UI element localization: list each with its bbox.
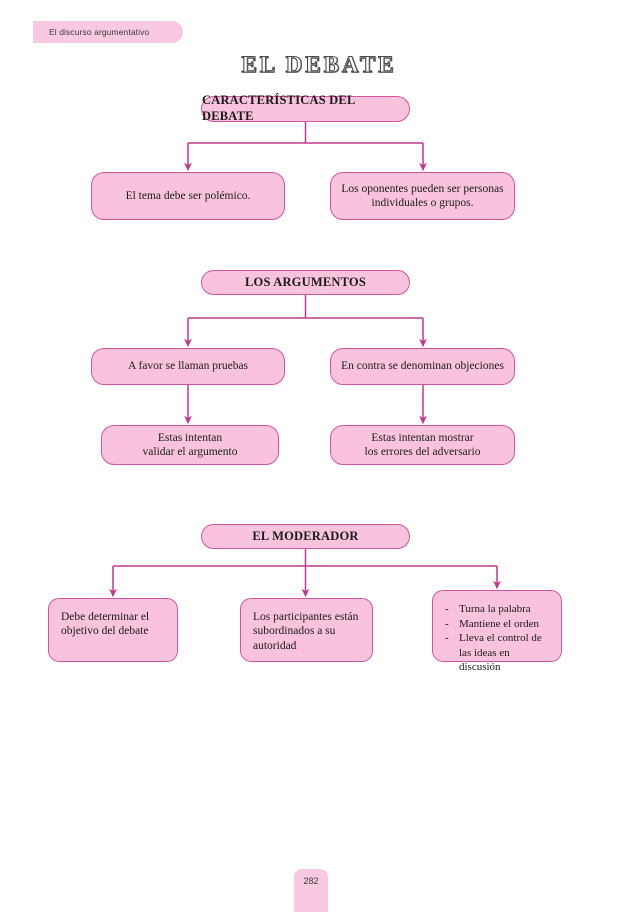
node-label: El tema debe ser polémico. bbox=[125, 189, 251, 202]
list-item: - Mantiene el orden bbox=[445, 617, 551, 632]
dash-bullet-icon: - bbox=[445, 603, 449, 615]
moderador-duties-list: - Turna la palabra - Mantiene el orden -… bbox=[445, 602, 551, 675]
node-los-argumentos[interactable]: LOS ARGUMENTOS bbox=[201, 270, 410, 295]
dash-bullet-icon: - bbox=[445, 617, 449, 630]
node-label-line3: autoridad bbox=[253, 639, 297, 652]
node-los-oponentes[interactable]: Los oponentes pueden ser personas indivi… bbox=[330, 172, 515, 220]
node-caracteristicas-del-debate[interactable]: CARACTERÍSTICAS DEL DEBATE bbox=[201, 93, 410, 123]
node-participantes-subordinados[interactable]: Los participantes están subordinados a s… bbox=[240, 598, 373, 662]
page-number-label: 282 bbox=[303, 876, 319, 886]
node-label: CARACTERÍSTICAS DEL DEBATE bbox=[202, 93, 355, 123]
dash-bullet-icon: - bbox=[445, 632, 449, 645]
node-a-favor-pruebas[interactable]: A favor se llaman pruebas bbox=[91, 348, 285, 385]
node-label-line2: objetivo del debate bbox=[61, 625, 149, 638]
node-validar-argumento[interactable]: Estas intentan validar el argumento bbox=[101, 425, 279, 465]
node-label-line1: Debe determinar el bbox=[61, 611, 150, 623]
list-item: - Turna la palabra bbox=[445, 602, 551, 617]
node-label: EL MODERADOR bbox=[252, 528, 359, 543]
node-label-line2: subordinados a su bbox=[253, 625, 336, 638]
node-funciones-moderador[interactable]: - Turna la palabra - Mantiene el orden -… bbox=[432, 590, 562, 673]
node-label-line1: Los participantes están bbox=[253, 611, 359, 623]
node-label-line2: validar el argumento bbox=[142, 446, 238, 458]
node-label: LOS ARGUMENTOS bbox=[244, 274, 366, 289]
node-errores-adversario[interactable]: Estas intentan mostrar los errores del a… bbox=[330, 425, 515, 465]
node-el-tema-polemico[interactable]: El tema debe ser polémico. bbox=[91, 172, 285, 220]
list-item-label: Mantiene el orden bbox=[459, 617, 540, 630]
node-label: Los oponentes pueden ser personas indivi… bbox=[341, 182, 504, 209]
list-item-label: Turna la palabra bbox=[459, 603, 531, 615]
node-label-line2: los errores del adversario bbox=[364, 446, 481, 458]
section-header-label: El discurso argumentativo bbox=[49, 27, 150, 37]
node-label-line1: Estas intentan mostrar bbox=[371, 431, 474, 444]
node-en-contra-objeciones[interactable]: En contra se denominan objeciones bbox=[330, 348, 515, 385]
node-label-line1: Estas intentan bbox=[157, 431, 223, 444]
page-title: EL DEBATE bbox=[241, 51, 397, 77]
section-header-tab: El discurso argumentativo bbox=[33, 21, 183, 43]
node-el-moderador[interactable]: EL MODERADOR bbox=[201, 524, 410, 549]
node-objetivo-del-debate[interactable]: Debe determinar el objetivo del debate bbox=[48, 598, 178, 662]
node-label: A favor se llaman pruebas bbox=[127, 360, 249, 373]
page-number-tab: 282 bbox=[294, 869, 328, 912]
list-item-label: Lleva el control de las ideas en discusi… bbox=[459, 632, 542, 674]
list-item: - Lleva el control de las ideas en discu… bbox=[445, 631, 551, 675]
node-label: En contra se denominan objeciones bbox=[341, 360, 504, 373]
